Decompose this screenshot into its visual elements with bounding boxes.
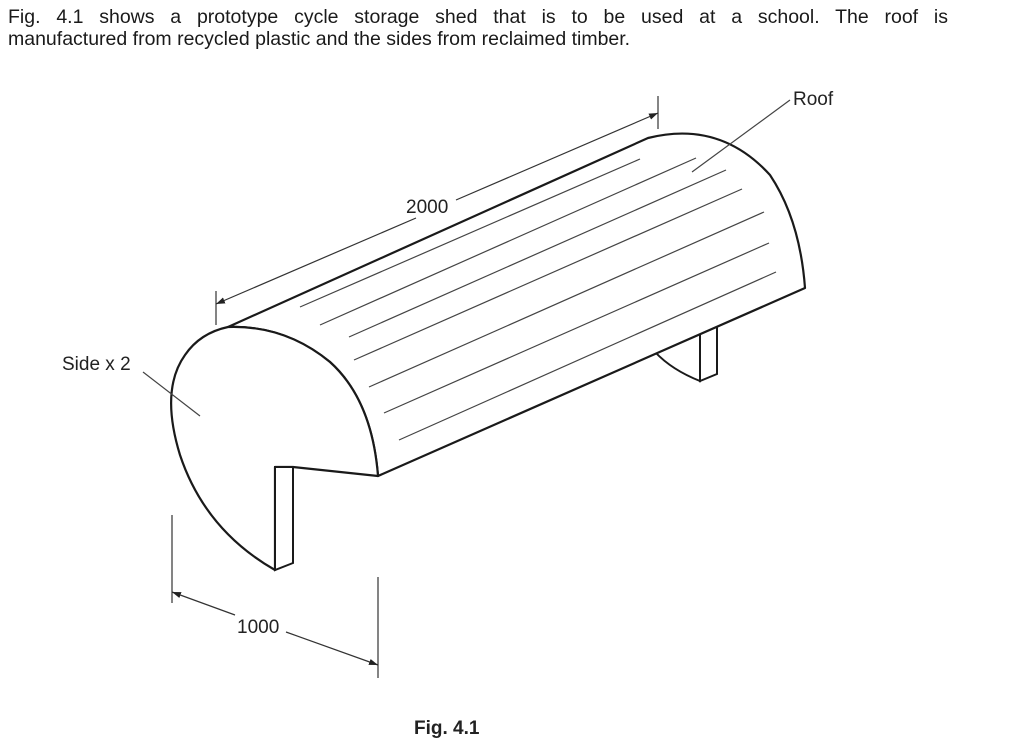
width-dimension-label: 1000: [237, 617, 279, 638]
roof-leader-line: [691, 99, 791, 173]
length-dimension-label: 2000: [406, 197, 448, 218]
question-intro: Fig. 4.1 shows a prototype cycle storage…: [8, 6, 948, 50]
front-side-panel: [170, 325, 380, 572]
roof-label: Roof: [793, 89, 834, 110]
side-label: Side x 2: [62, 354, 131, 375]
roof-hatch-lines: [299, 157, 777, 441]
length-dimension: [215, 96, 659, 325]
front-leg: [274, 466, 294, 572]
figure-caption: Fig. 4.1: [414, 718, 480, 739]
width-dimension: [171, 515, 379, 678]
intro-line-1: Fig. 4.1 shows a prototype cycle storage…: [8, 6, 948, 28]
intro-line-2: manufactured from recycled plastic and t…: [8, 28, 631, 50]
back-leg: [654, 325, 718, 383]
leader-lines: [142, 99, 791, 417]
side-leader-line: [142, 371, 201, 417]
